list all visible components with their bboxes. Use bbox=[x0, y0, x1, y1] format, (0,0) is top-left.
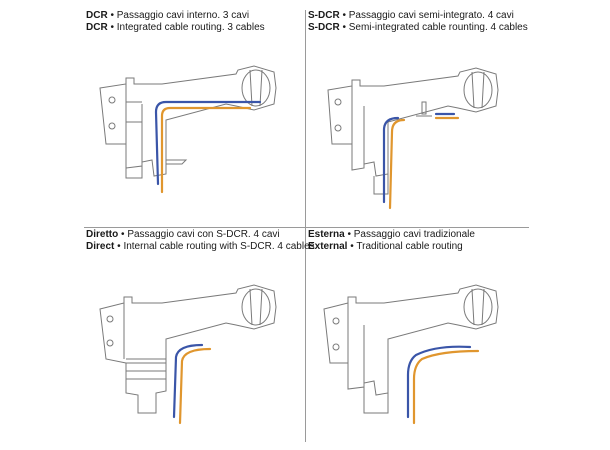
vertical-divider bbox=[305, 10, 306, 442]
cable-blue bbox=[154, 100, 262, 186]
code-en: External bbox=[308, 241, 348, 252]
caption-it: Passaggio cavi con S-DCR. 4 cavi bbox=[127, 229, 280, 240]
code-it: Esterna bbox=[308, 229, 345, 240]
caption-it: Passaggio cavi interno. 3 cavi bbox=[116, 10, 250, 21]
panel-direct: Diretto • Passaggio cavi con S-DCR. 4 ca… bbox=[86, 229, 315, 439]
caption-external: Esterna • Passaggio cavi tradizionale Ex… bbox=[308, 229, 475, 252]
caption-direct: Diretto • Passaggio cavi con S-DCR. 4 ca… bbox=[86, 229, 315, 252]
stem-outline bbox=[323, 284, 499, 414]
code-en: S-DCR bbox=[308, 22, 340, 33]
caption-s-dcr: S-DCR • Passaggio cavi semi-integrato. 4… bbox=[308, 10, 528, 33]
panel-external: Esterna • Passaggio cavi tradizionale Ex… bbox=[308, 229, 528, 439]
cable-blue bbox=[406, 345, 472, 419]
stem-outline bbox=[327, 67, 499, 195]
panel-s-dcr: S-DCR • Passaggio cavi semi-integrato. 4… bbox=[308, 10, 528, 220]
stem-diagram-external bbox=[323, 284, 499, 425]
code-it: DCR bbox=[86, 10, 108, 21]
caption-en: Internal cable routing with S-DCR. 4 cab… bbox=[123, 241, 315, 252]
code-en: DCR bbox=[86, 22, 108, 33]
caption-en: Semi-integrated cable rounting. 4 cables bbox=[348, 22, 528, 33]
panel-dcr: DCR • Passaggio cavi interno. 3 cavi DCR… bbox=[86, 10, 306, 220]
cable-blue bbox=[382, 116, 400, 204]
caption-en: Integrated cable routing. 3 cables bbox=[116, 22, 265, 33]
code-it: Diretto bbox=[86, 229, 119, 240]
caption-dcr: DCR • Passaggio cavi interno. 3 cavi DCR… bbox=[86, 10, 265, 33]
stem-diagram-dcr bbox=[99, 65, 277, 194]
caption-it: Passaggio cavi tradizionale bbox=[353, 229, 475, 240]
cable-orange bbox=[160, 106, 252, 194]
stem-outline bbox=[99, 65, 277, 179]
cable-orange bbox=[412, 349, 480, 425]
code-it: S-DCR bbox=[308, 10, 340, 21]
cable-orange bbox=[178, 347, 212, 425]
cable-blue bbox=[172, 343, 204, 419]
horizontal-divider bbox=[84, 227, 529, 228]
stem-outline bbox=[99, 284, 277, 414]
stem-diagram-direct bbox=[99, 284, 277, 425]
stem-diagram-s-dcr bbox=[327, 67, 499, 210]
code-en: Direct bbox=[86, 241, 115, 252]
caption-it: Passaggio cavi semi-integrato. 4 cavi bbox=[348, 10, 514, 21]
caption-en: Traditional cable routing bbox=[356, 241, 463, 252]
cable-orange bbox=[388, 118, 406, 210]
